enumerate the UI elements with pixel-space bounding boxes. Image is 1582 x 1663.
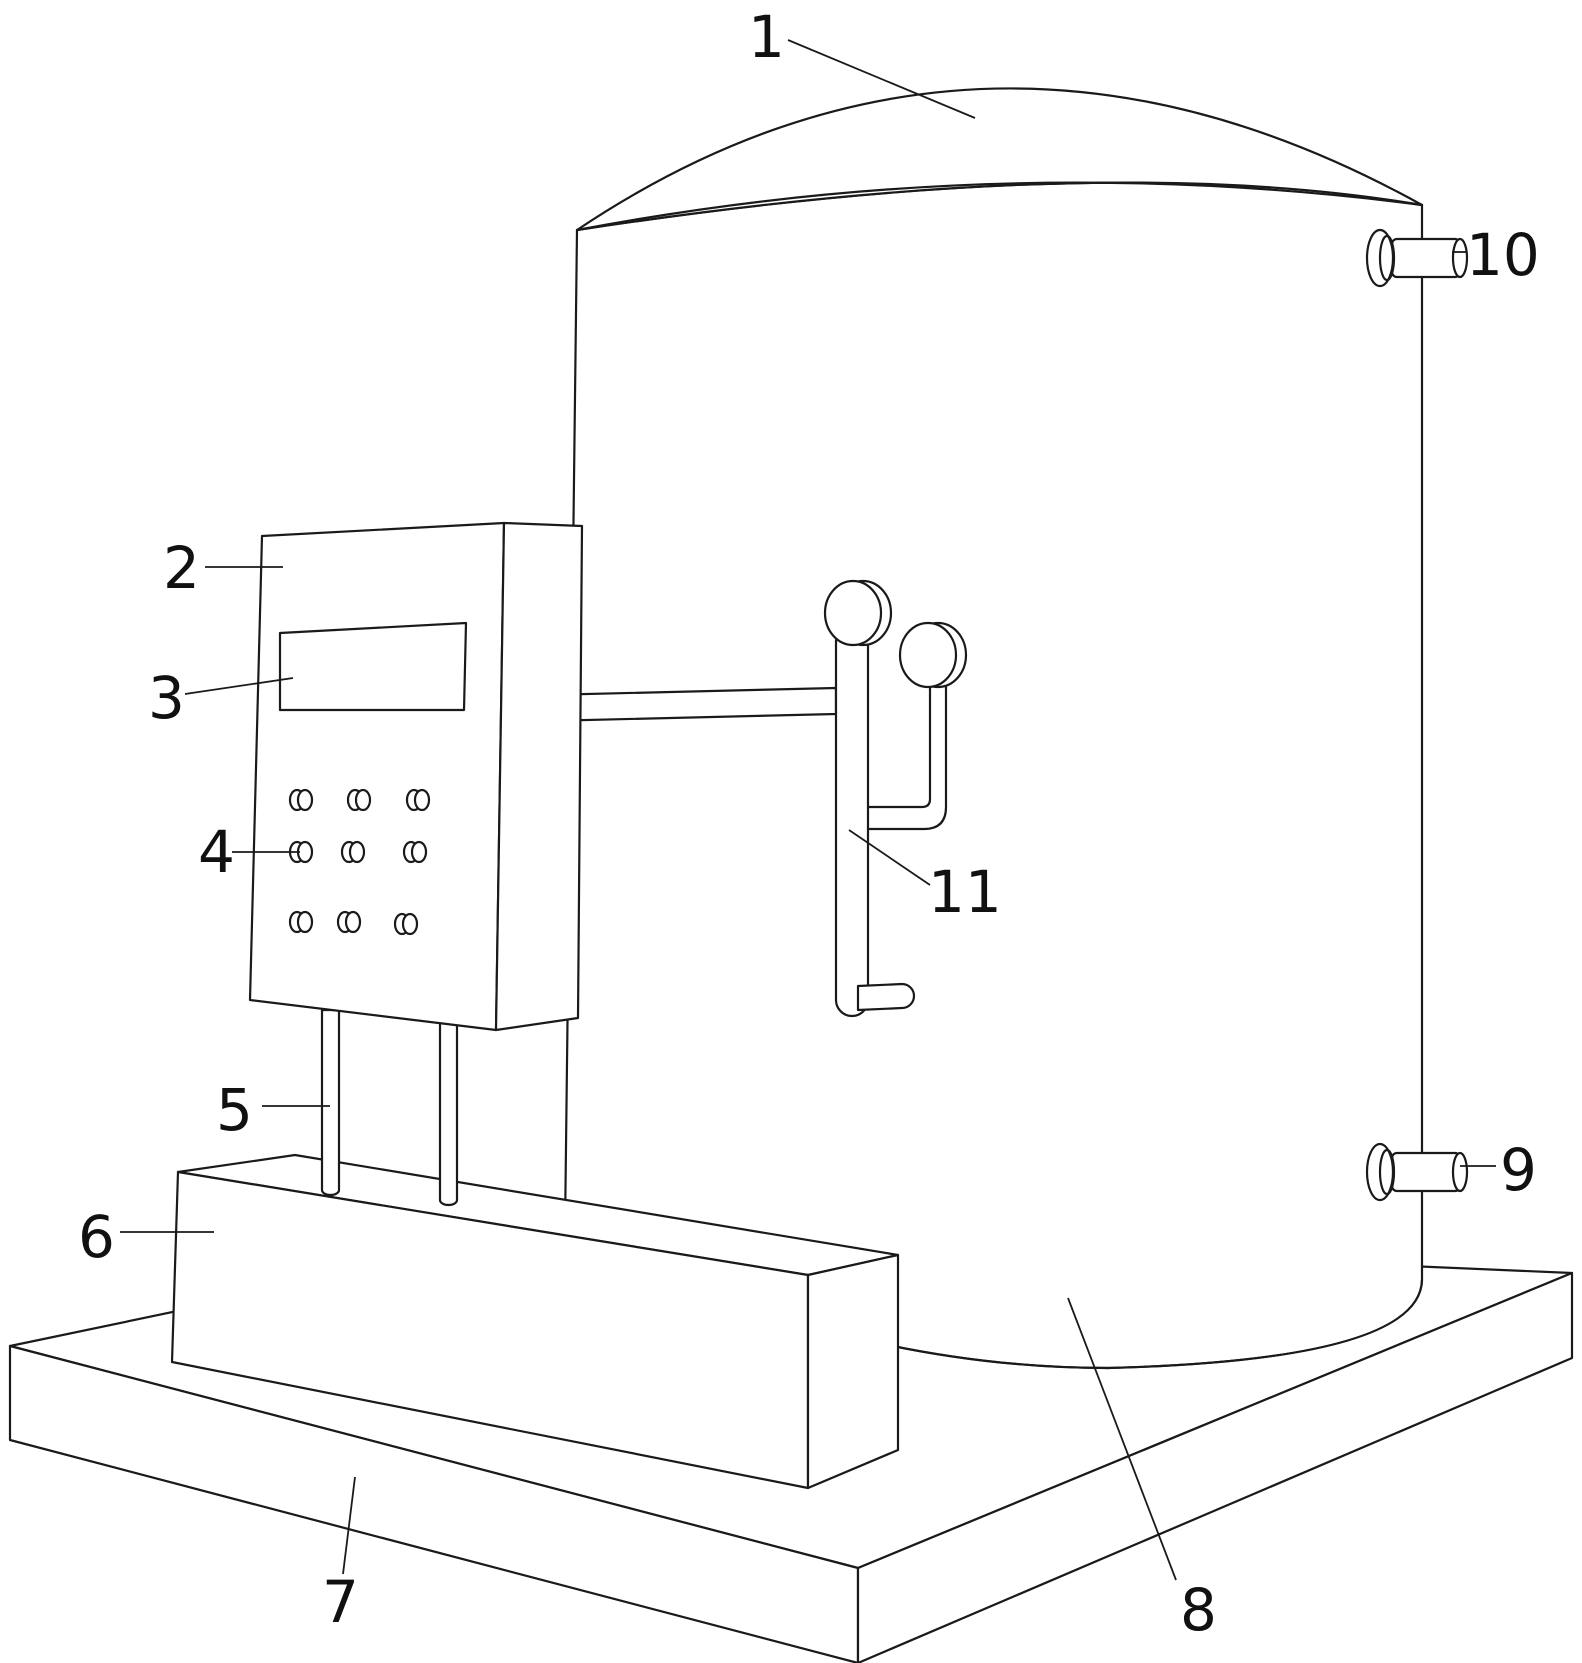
control-button[interactable] — [346, 788, 372, 812]
control-button[interactable] — [340, 840, 366, 864]
control-cabinet-side — [494, 521, 584, 1032]
leader-11 — [848, 829, 931, 886]
inlet-pipe-end — [1451, 1151, 1469, 1193]
leader-lines — [120, 39, 1496, 1581]
cables — [320, 1008, 459, 1207]
gauge-assembly — [823, 579, 968, 1018]
control-button[interactable] — [336, 910, 362, 934]
tank — [563, 87, 1424, 1370]
gauge-main-pipe — [834, 638, 870, 1018]
base-plate-right — [856, 1271, 1574, 1663]
tank-dome-rim — [575, 181, 1424, 232]
inlet-pipe-body — [1390, 1151, 1462, 1193]
control-cabinet — [248, 521, 584, 1032]
callout-8: 8 — [1180, 1576, 1217, 1644]
callout-11: 11 — [928, 858, 1002, 926]
callout-1: 1 — [748, 3, 785, 71]
cable-right — [438, 1020, 459, 1207]
control-button[interactable] — [405, 788, 431, 812]
callout-9: 9 — [1500, 1136, 1537, 1204]
leader-7 — [342, 1476, 356, 1575]
cable-left — [320, 1008, 341, 1197]
callout-10: 10 — [1466, 221, 1540, 289]
outlet-pipe-body — [1390, 237, 1462, 279]
control-button[interactable] — [393, 912, 419, 936]
control-cabinet-front — [248, 521, 506, 1032]
outlet-pipe-end — [1451, 237, 1469, 279]
electric-box — [170, 1153, 900, 1490]
inlet-pipe — [1365, 1142, 1469, 1202]
callout-7: 7 — [322, 1568, 359, 1636]
control-button[interactable] — [288, 910, 314, 934]
callout-3: 3 — [148, 664, 185, 732]
outlet-pipe — [1365, 228, 1469, 288]
gauge-bottom-pipe — [856, 982, 916, 1012]
leader-8 — [1067, 1297, 1177, 1581]
pressure-gauge-icon — [823, 579, 883, 647]
callout-6: 6 — [78, 1203, 115, 1271]
callout-4: 4 — [198, 818, 235, 886]
outlet-pipe-flange-inner — [1378, 234, 1396, 282]
control-button[interactable] — [402, 840, 428, 864]
inlet-pipe-flange-inner — [1378, 1148, 1396, 1196]
temperature-gauge-icon — [898, 621, 958, 689]
display-screen — [278, 621, 468, 712]
callout-labels: 1 2 3 4 5 6 7 8 9 10 11 — [78, 3, 1540, 1644]
callout-5: 5 — [216, 1076, 253, 1144]
leader-1 — [787, 39, 976, 119]
callout-2: 2 — [163, 534, 200, 602]
control-button[interactable] — [288, 788, 314, 812]
tank-cylinder — [563, 181, 1424, 1370]
leader-3 — [184, 677, 294, 695]
base-plate-front — [8, 1344, 860, 1663]
electric-box-right — [806, 1253, 900, 1490]
button-grid — [288, 788, 431, 936]
